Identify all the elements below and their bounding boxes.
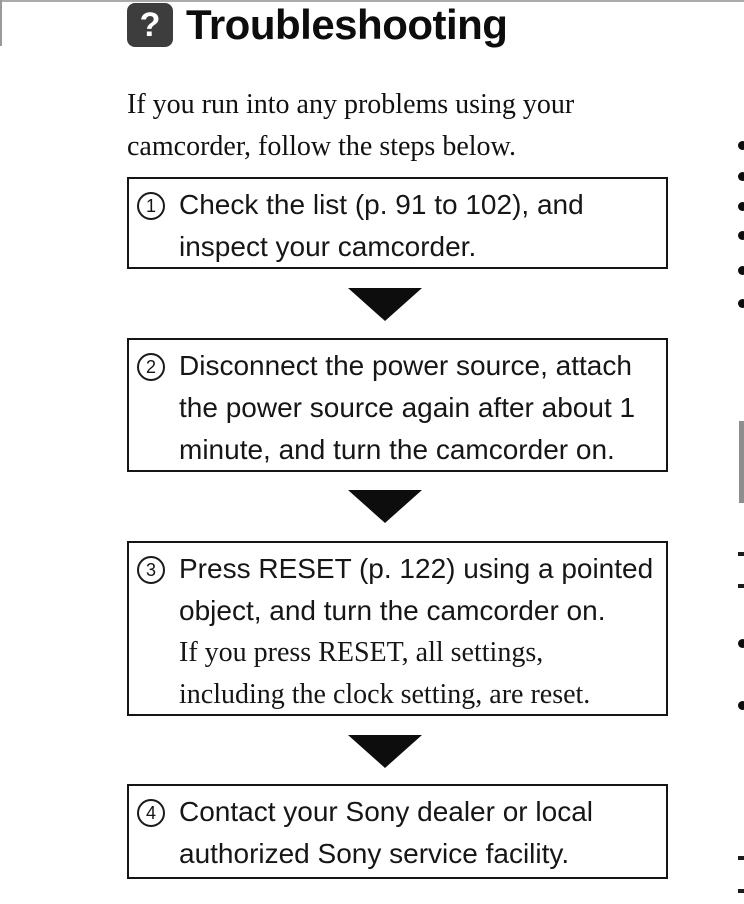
step-box-1: 1 Check the list (p. 91 to 102), and ins… xyxy=(127,177,668,269)
step-content: Disconnect the power source, attach the … xyxy=(179,345,660,471)
bullet-icon xyxy=(738,299,744,308)
page-title: Troubleshooting xyxy=(186,1,508,48)
down-arrow-icon xyxy=(348,735,422,768)
step-number-badge: 3 xyxy=(137,556,165,584)
step-text: Press RESET (p. 122) using a pointed obj… xyxy=(179,553,654,626)
bullet-icon xyxy=(738,266,744,275)
bullet-icon xyxy=(738,141,744,150)
down-arrow-icon xyxy=(348,490,422,523)
bullet-icon xyxy=(738,231,744,240)
bullet-icon xyxy=(738,172,744,181)
step-text: Contact your Sony dealer or local author… xyxy=(179,796,593,869)
step-content: Press RESET (p. 122) using a pointed obj… xyxy=(179,548,660,716)
step-box-4: 4 Contact your Sony dealer or local auth… xyxy=(127,784,668,879)
page-left-border xyxy=(0,0,2,46)
step-content: Check the list (p. 91 to 102), and inspe… xyxy=(179,184,660,268)
intro-text: If you run into any problems using your … xyxy=(127,89,575,162)
step-number-badge: 1 xyxy=(137,192,165,220)
bullet-icon xyxy=(738,639,744,648)
step-box-2: 2 Disconnect the power source, attach th… xyxy=(127,338,668,472)
bullet-icon xyxy=(738,202,744,211)
cutoff-text-fragment xyxy=(738,552,744,556)
step-number-badge: 2 xyxy=(137,353,165,381)
step-text: Disconnect the power source, attach the … xyxy=(179,350,636,465)
bullet-icon xyxy=(738,701,744,710)
step-content: Contact your Sony dealer or local author… xyxy=(179,791,660,875)
page-top-border xyxy=(0,0,744,2)
down-arrow-icon xyxy=(348,288,422,321)
cutoff-text-fragment xyxy=(738,856,744,860)
cutoff-text-fragment xyxy=(738,584,744,588)
section-header: ? Troubleshooting xyxy=(127,1,508,48)
step-text: Check the list (p. 91 to 102), and inspe… xyxy=(179,189,584,262)
cutoff-text-fragment xyxy=(738,889,744,893)
step-note: If you press RESET, all settings, includ… xyxy=(179,637,591,710)
step-number-badge: 4 xyxy=(137,799,165,827)
question-mark-icon: ? xyxy=(127,3,173,47)
step-box-3: 3 Press RESET (p. 122) using a pointed o… xyxy=(127,541,668,716)
page-edge-tab xyxy=(739,421,744,503)
